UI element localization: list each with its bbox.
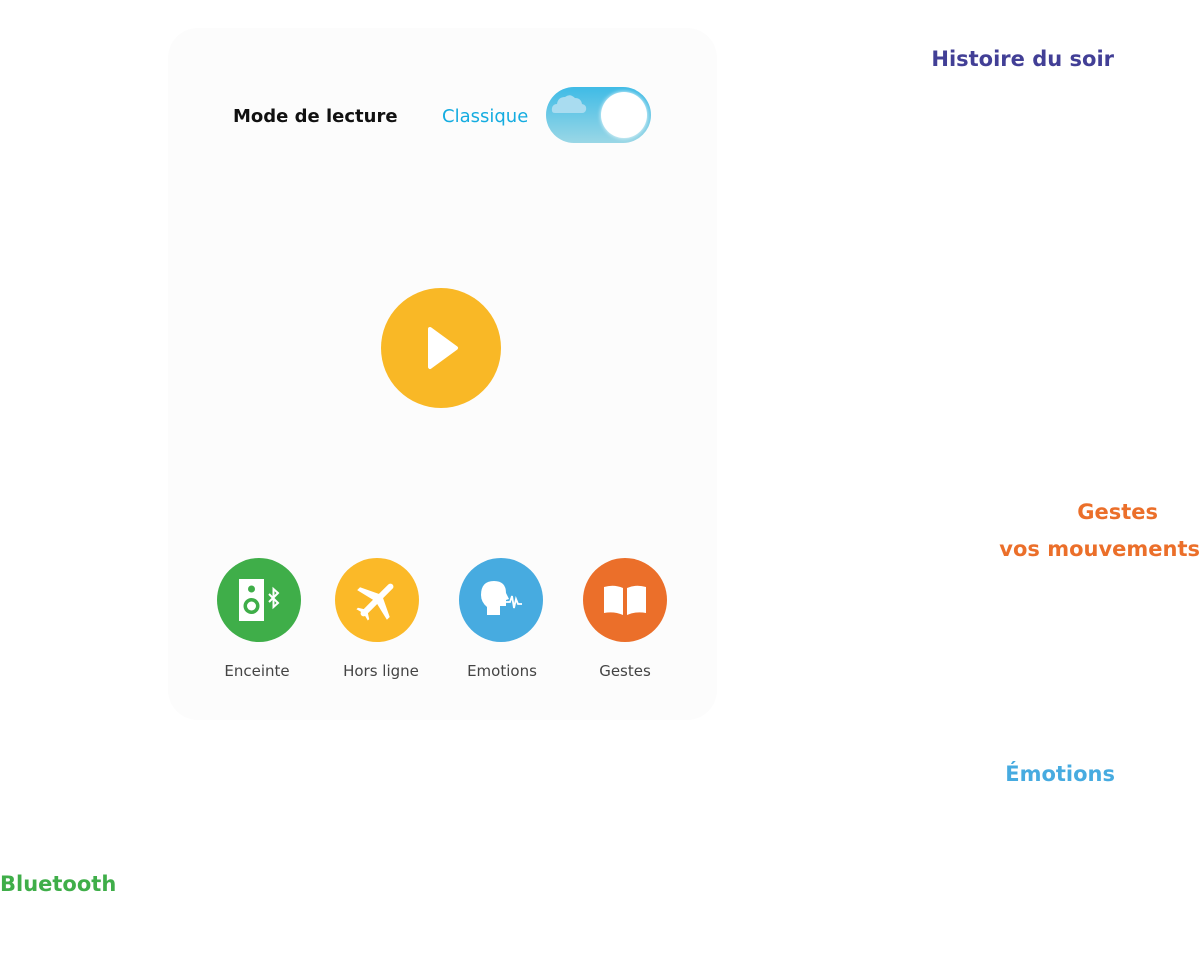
emotions-button[interactable] — [459, 558, 543, 642]
book-icon — [604, 585, 646, 615]
callout-gestes-title: Gestes — [1077, 500, 1158, 524]
toggle-knob[interactable] — [601, 92, 647, 138]
play-button[interactable] — [381, 288, 501, 408]
reading-mode-value: Classique — [442, 106, 529, 127]
reading-mode-label: Mode de lecture — [233, 106, 398, 127]
reading-mode-toggle[interactable] — [546, 87, 651, 143]
feature-label: Hors ligne — [343, 662, 419, 680]
speaker-button[interactable] — [217, 558, 301, 642]
play-icon — [428, 327, 458, 369]
speaker-bluetooth-icon — [239, 579, 280, 621]
airplane-icon — [356, 583, 394, 621]
callout-gestes-sub: vos mouvements — [999, 537, 1200, 561]
feature-label: Enceinte — [224, 662, 290, 680]
cloud-icon — [551, 95, 587, 113]
feature-label: Gestes — [599, 662, 651, 680]
feature-label: Emotions — [467, 662, 537, 680]
callout-histoire: Histoire du soir — [931, 47, 1114, 71]
offline-button[interactable] — [335, 558, 419, 642]
callout-emotions: Émotions — [1005, 762, 1115, 786]
gestures-button[interactable] — [583, 558, 667, 642]
head-voice-icon — [481, 581, 522, 615]
callout-bluetooth: Bluetooth — [0, 872, 117, 896]
